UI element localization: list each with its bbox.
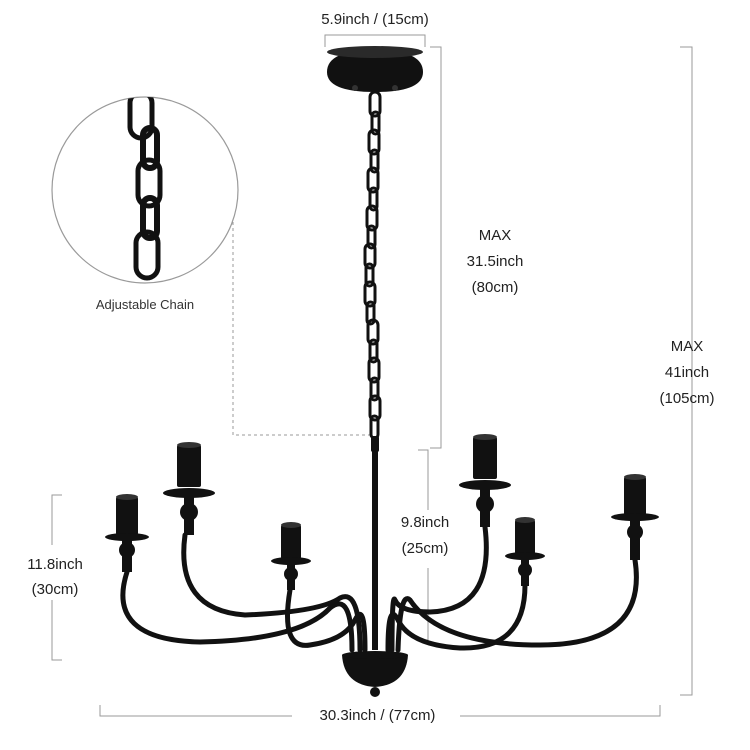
- arm-height-dimension-line-lower: [51, 600, 62, 661]
- arm-height-dimension-line: [51, 494, 62, 545]
- inset-leader-line: [232, 222, 372, 436]
- total-width-dimension-line: [99, 705, 292, 717]
- arm-height-cm-label: (30cm): [31, 581, 79, 598]
- overall-max-inch-label: 41inch: [664, 364, 710, 381]
- chandelier-arms: [120, 524, 639, 653]
- candle-holder-5: [505, 517, 545, 586]
- overall-max-cm-label: (105cm): [659, 390, 715, 407]
- canopy-dimension-line: [324, 34, 426, 47]
- overall-height-dimension-line: [680, 46, 693, 696]
- chain-max-cm-label: (80cm): [471, 279, 519, 296]
- candle-height-dimension-line: [418, 449, 429, 510]
- canopy-width-label: 5.9inch / (15cm): [321, 11, 429, 28]
- chain-max-inch-label: 31.5inch: [466, 253, 524, 270]
- ceiling-canopy: [327, 46, 423, 92]
- candle-holder-4: [459, 434, 511, 527]
- total-width-label: 30.3inch / (77cm): [319, 707, 436, 724]
- suspension-chain: [363, 90, 382, 440]
- candle-holder-1: [105, 494, 149, 572]
- candle-holder-6: [611, 474, 659, 560]
- candle-height-dimension-line-lower: [418, 568, 429, 641]
- arm-height-inch-label: 11.8inch: [27, 556, 83, 573]
- overall-max-label: MAX: [670, 338, 704, 355]
- inset-caption: Adjustable Chain: [95, 297, 195, 312]
- candle-height-inch-label: 9.8inch: [400, 514, 450, 531]
- total-width-dimension-line-right: [460, 705, 661, 717]
- candle-holder-3: [271, 522, 311, 590]
- candle-holder-2: [163, 442, 215, 535]
- candle-height-cm-label: (25cm): [401, 540, 449, 557]
- chain-max-label: MAX: [478, 227, 512, 244]
- chain-inset: [51, 96, 239, 284]
- center-rod: [342, 436, 408, 697]
- candle-holders: [105, 434, 659, 590]
- chain-dimension-line: [430, 46, 442, 449]
